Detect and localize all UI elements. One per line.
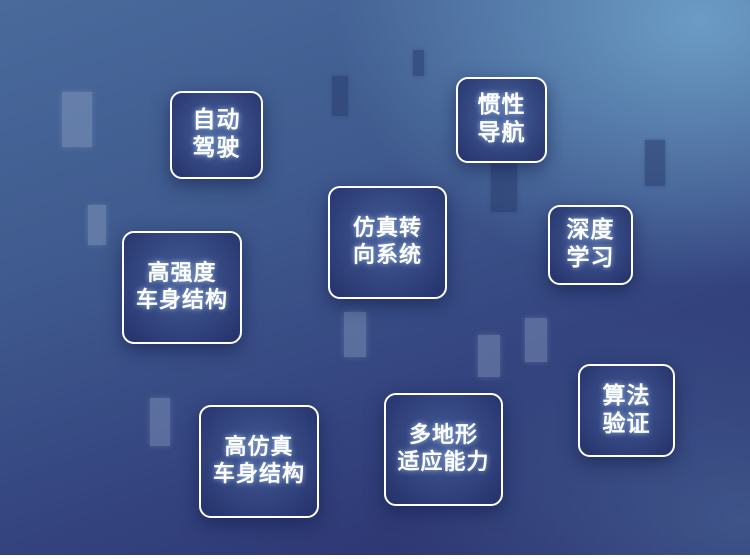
decorative-block xyxy=(332,76,348,116)
tag-line: 惯性 xyxy=(477,92,526,119)
tag-algorithm-verification: 算法 验证 xyxy=(578,364,675,457)
tag-line: 深度 xyxy=(566,217,615,244)
tag-autonomous-driving: 自动 驾驶 xyxy=(170,91,263,179)
tag-line: 车身结构 xyxy=(135,287,228,313)
tag-line: 高仿真 xyxy=(224,435,294,461)
tag-line: 导航 xyxy=(477,120,526,146)
tag-high-fidelity-body-structure: 高仿真 车身结构 xyxy=(199,405,319,518)
tag-line: 驾驶 xyxy=(192,135,241,161)
tag-line: 学习 xyxy=(566,245,615,271)
decorative-block xyxy=(525,318,547,362)
decorative-block xyxy=(344,312,366,357)
decorative-block xyxy=(413,50,424,76)
tag-simulated-steering-system: 仿真转 向系统 xyxy=(328,186,447,299)
tag-line: 仿真转 xyxy=(352,216,422,242)
tag-line: 高强度 xyxy=(147,261,217,287)
tag-line: 验证 xyxy=(602,410,651,437)
tag-line: 多地形 xyxy=(408,423,478,449)
decorative-block xyxy=(645,140,665,186)
tag-line: 适应能力 xyxy=(397,449,490,475)
decorative-block xyxy=(150,398,170,446)
decorative-block xyxy=(62,92,92,147)
tag-line: 向系统 xyxy=(352,242,422,268)
tag-line: 算法 xyxy=(602,382,651,409)
tag-inertial-navigation: 惯性 导航 xyxy=(456,77,547,163)
tag-high-strength-body-structure: 高强度 车身结构 xyxy=(122,231,242,344)
decorative-block xyxy=(478,335,500,377)
tag-line: 自动 xyxy=(192,107,241,134)
decorative-block xyxy=(88,205,106,245)
tag-line: 车身结构 xyxy=(212,461,305,487)
tag-deep-learning: 深度 学习 xyxy=(548,205,633,285)
tag-multi-terrain-adaptability: 多地形 适应能力 xyxy=(384,393,503,506)
